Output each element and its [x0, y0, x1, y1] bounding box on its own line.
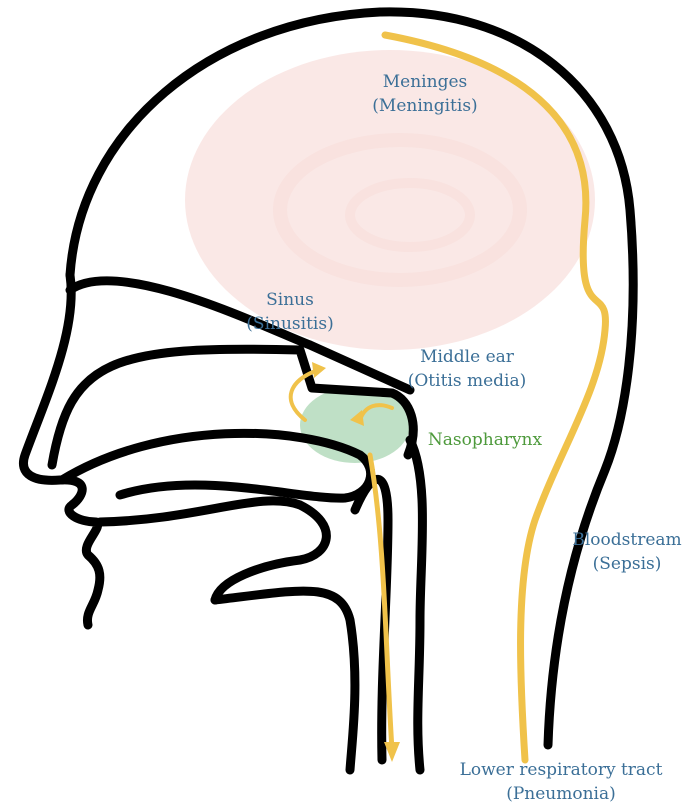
lower-respiratory-label: Lower respiratory tract (Pneumonia) [445, 758, 677, 806]
meninges-site-text: Meninges [355, 70, 495, 94]
airway-posterior-wall [410, 440, 423, 770]
nasopharynx-label: Nasopharynx [420, 428, 550, 452]
tongue-outline [62, 433, 371, 498]
middle-ear-site-text: Middle ear [392, 345, 542, 369]
nasopharynx-site-text: Nasopharynx [420, 428, 550, 452]
lower-respiratory-site-text: Lower respiratory tract [445, 758, 677, 782]
sinus-arrowhead [312, 362, 326, 378]
sinus-site-text: Sinus [230, 288, 350, 312]
bloodstream-label: Bloodstream (Sepsis) [566, 528, 688, 576]
sinus-disease-text: (Sinusitis) [230, 312, 350, 336]
jaw-outline [100, 501, 326, 600]
bloodstream-site-text: Bloodstream [566, 528, 688, 552]
sinus-label: Sinus (Sinusitis) [230, 288, 350, 336]
meninges-label: Meninges (Meningitis) [355, 70, 495, 118]
neck-front-outline [215, 591, 355, 770]
face-profile-outline [23, 275, 99, 625]
meninges-disease-text: (Meningitis) [355, 94, 495, 118]
middle-ear-label: Middle ear (Otitis media) [392, 345, 542, 393]
middle-ear-disease-text: (Otitis media) [392, 369, 542, 393]
bloodstream-disease-text: (Sepsis) [566, 552, 688, 576]
lower-respiratory-disease-text: (Pneumonia) [445, 782, 677, 806]
